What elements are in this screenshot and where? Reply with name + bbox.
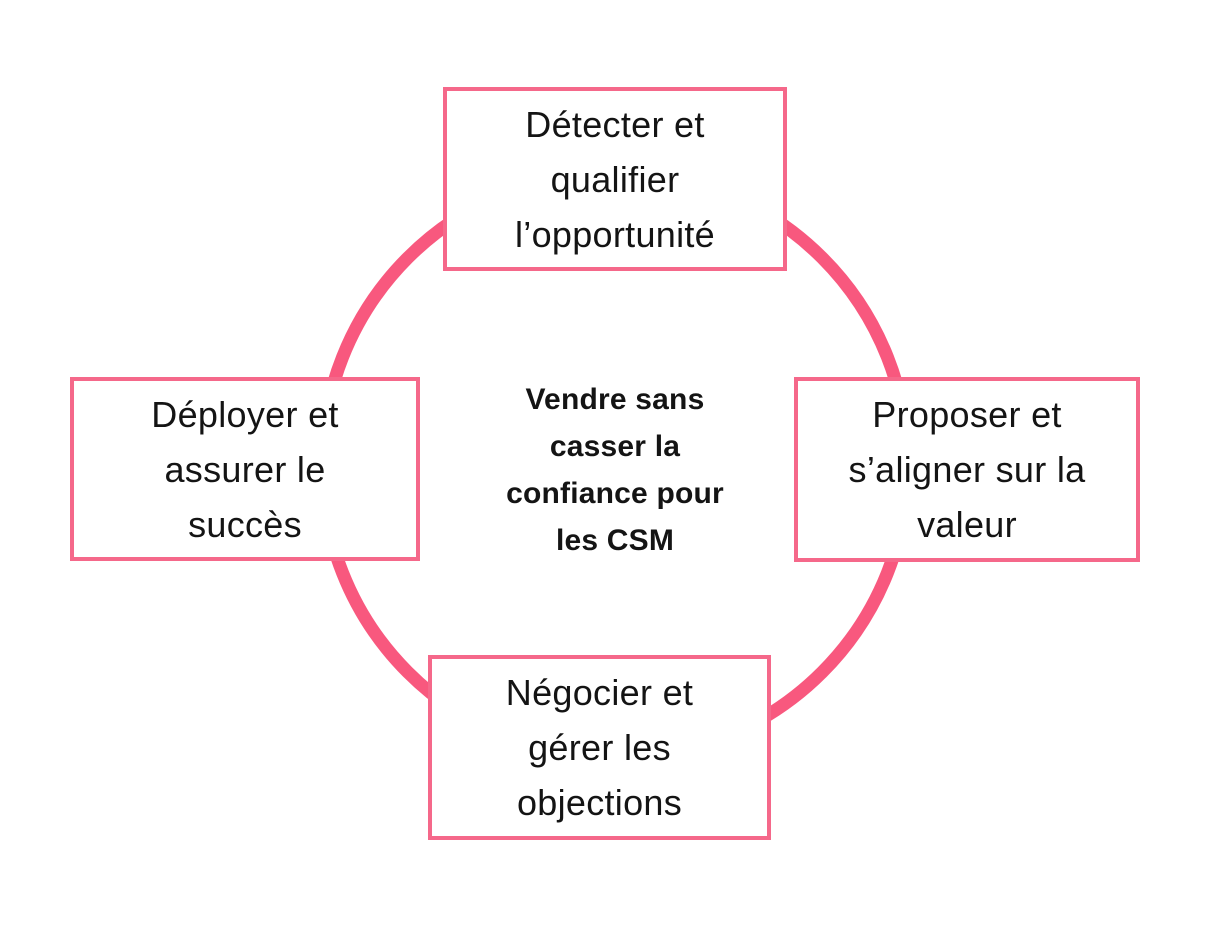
node-label: Négocier et gérer les objections — [505, 672, 694, 823]
diagram-title: Vendre sans casser la confiance pour les… — [506, 383, 724, 557]
node-label: Détecter et qualifier l’opportunité — [514, 103, 716, 255]
node-label: Déployer et assurer le succès — [151, 393, 339, 545]
node-detecter-qualifier: Détecter et qualifier l’opportunité — [443, 87, 787, 271]
node-negocier-objections: Négocier et gérer les objections — [428, 655, 771, 840]
node-deployer-succes: Déployer et assurer le succès — [70, 377, 420, 561]
node-proposer-aligner: Proposer et s’aligner sur la valeur — [794, 377, 1140, 562]
node-label: Proposer et s’aligner sur la valeur — [848, 394, 1086, 545]
